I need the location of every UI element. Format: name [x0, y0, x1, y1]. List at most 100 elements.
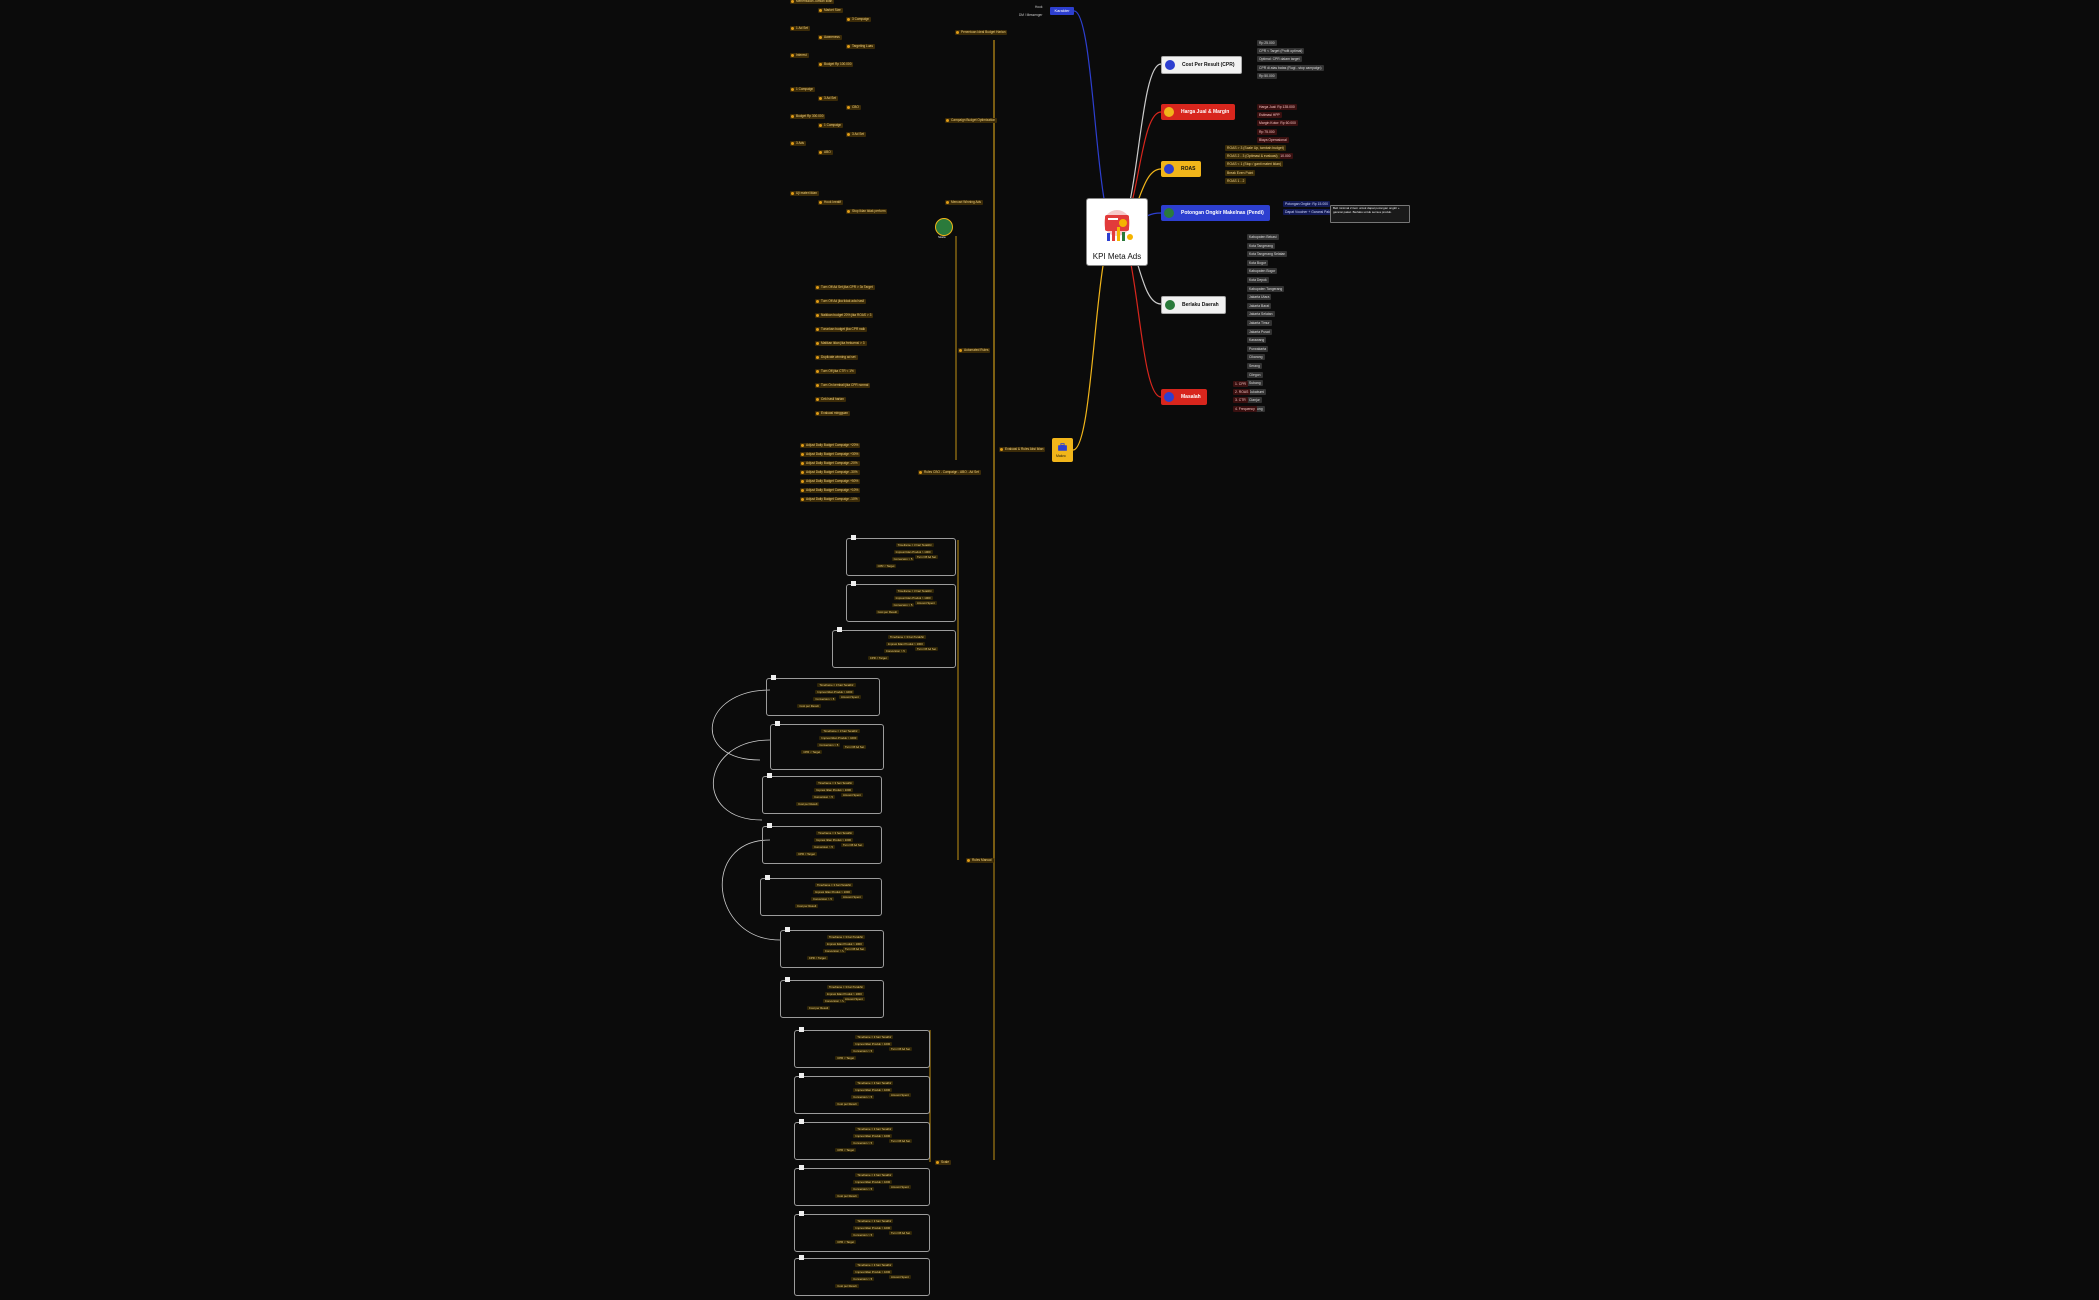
strategy-section[interactable]: Mencari Winning Ads	[945, 200, 983, 205]
strategy-item[interactable]: Awareness	[818, 34, 842, 40]
strategy-item[interactable]: 3 Ad Set	[818, 95, 839, 101]
branch-berlaku-item[interactable]: Kota Tangerang Selatan	[1247, 251, 1288, 258]
branch-berlaku-item[interactable]: Jakarta Barat	[1247, 302, 1272, 309]
branch-berlaku-item[interactable]: Purwakarta	[1247, 345, 1269, 352]
strategy-section[interactable]: Automated Rules	[958, 348, 991, 353]
strategy-item[interactable]: Turn Off Ad jika tidak ada hasil	[815, 299, 867, 304]
strategy-item[interactable]: 3 Campaign	[846, 16, 872, 22]
branch-berlaku[interactable]: Berlaku Daerah	[1161, 296, 1226, 314]
evaluasi-main-node[interactable]: Evaluasi & Rules Aksi Iklan	[999, 447, 1046, 452]
branch-berlaku-item[interactable]: Jakarta Pusat	[1247, 328, 1272, 335]
strategy-section[interactable]: Scale	[935, 1160, 951, 1165]
strategy-item[interactable]: ABO	[818, 149, 833, 155]
branch-roas-item[interactable]: ROAS < 1 (Stop / ganti materi iklan)	[1225, 161, 1283, 168]
strategy-item[interactable]: Budget Rp 100.000	[818, 61, 854, 67]
strategy-item[interactable]: 3 Ads	[790, 140, 806, 146]
branch-berlaku-item[interactable]: Cianjur	[1247, 397, 1262, 404]
branch-masalah-item[interactable]: 1. CPR	[1233, 381, 1248, 387]
strategy-section[interactable]: Rules Manual	[966, 858, 994, 863]
strategy-item[interactable]: Uji materi iklan	[790, 191, 819, 196]
branch-cpr-item[interactable]: Rp 50.000	[1257, 72, 1277, 79]
branch-harga-item[interactable]: Biaya Operasional	[1257, 136, 1289, 143]
branch-masalah-item[interactable]: 3. CTR	[1233, 397, 1248, 404]
strategy-item[interactable]: Duplicate winning ad set	[815, 355, 858, 360]
strategy-item[interactable]: Budget Rp 300.000	[790, 113, 826, 119]
strategy-item[interactable]: Adjust Daily Budget Campaign +30%	[800, 452, 861, 457]
branch-masalah-item[interactable]: 4. Frequency	[1233, 405, 1257, 412]
branch-berlaku-item[interactable]: Cilegon	[1247, 371, 1263, 378]
makro-hub[interactable]: Makro	[1052, 438, 1073, 462]
strategy-item[interactable]: Adjust Daily Budget Campaign -20%	[800, 461, 860, 466]
branch-berlaku-item[interactable]: Kabupaten Bogor	[1247, 268, 1278, 275]
branch-masalah[interactable]: Masalah	[1161, 389, 1207, 405]
branch-harga-item[interactable]: Margin Kotor: Rp 60.000	[1257, 120, 1298, 127]
central-node[interactable]: KPI Meta Ads	[1086, 198, 1148, 266]
strategy-section[interactable]: Campaign Budget Optimization	[945, 118, 998, 123]
branch-berlaku-item[interactable]: Kabupaten Tangerang	[1247, 285, 1285, 292]
branch-harga-item[interactable]: Estimasi HPP	[1257, 112, 1282, 119]
branch-roas-item[interactable]: ROAS 2 - 3 (Optimasi & evaluasi)	[1225, 153, 1280, 160]
strategy-section[interactable]: Penentuan Ideal Budget Harian	[955, 30, 1008, 35]
strategy-item[interactable]: Naikkan budget 20% jika ROAS > 3	[815, 313, 874, 318]
strategy-item[interactable]: Matikan iklan jika frekuensi > 3	[815, 341, 867, 346]
branch-berlaku-item[interactable]: Jakarta Utara	[1247, 294, 1272, 301]
branch-berlaku-item[interactable]: Kota Bogor	[1247, 259, 1268, 266]
branch-berlaku-item[interactable]: Kabupaten Bekasi	[1247, 234, 1279, 240]
branch-roas-item[interactable]: ROAS > 3 (Scale Up, tambah budget)	[1225, 145, 1286, 151]
branch-cpr-item[interactable]: Rp 25.000	[1257, 40, 1277, 46]
strategy-item[interactable]: Menentukan Jumlah Iklan	[790, 0, 835, 4]
strategy-item[interactable]: Turunkan budget jika CPR naik	[815, 327, 867, 332]
strategy-item[interactable]: 1 Campaign	[818, 122, 844, 128]
top-branch-karakter[interactable]: Karakter	[1050, 7, 1074, 15]
branch-harga-item[interactable]: Harga Jual: Rp 135.000	[1257, 104, 1297, 110]
branch-masalah-item[interactable]: 2. ROAS	[1233, 389, 1251, 396]
branch-cpr-item[interactable]: CPR di atas batas (Rugi - stop campaign)	[1257, 64, 1324, 71]
branch-berlaku-item[interactable]: Cikarang	[1247, 354, 1265, 361]
branch-harga[interactable]: Harga Jual & Margin	[1161, 104, 1236, 120]
branch-roas-item[interactable]: ROAS 1 - 2	[1225, 177, 1247, 184]
branch-roas-item[interactable]: Break Even Point	[1225, 169, 1256, 176]
branch-pot-item[interactable]: Potongan Ongkir: Rp 15.000	[1283, 201, 1330, 207]
skala-green-hub[interactable]	[935, 218, 953, 236]
strategy-item[interactable]: Evaluasi mingguan	[815, 411, 850, 416]
strategy-item[interactable]: Adjust Daily Budget Campaign +10%	[800, 488, 861, 493]
strategy-item[interactable]: 3 Ad Set	[846, 131, 867, 137]
strategy-item[interactable]: Adjust Daily Budget Campaign +50%	[800, 479, 861, 484]
strategy-item[interactable]: Market Size	[818, 7, 843, 13]
strategy-item[interactable]: Interest	[790, 52, 809, 58]
branch-berlaku-item[interactable]: Karawang	[1247, 337, 1267, 344]
strategy-item[interactable]: 1 Campaign	[790, 86, 816, 92]
branch-pot-item[interactable]: Dapat Voucher + Garansi Paket	[1283, 209, 1335, 216]
branch-berlaku-item[interactable]: Sukabumi	[1247, 388, 1267, 395]
strategy-item[interactable]: CBO	[846, 104, 861, 110]
strategy-item[interactable]: Adjust Daily Budget Campaign -10%	[800, 497, 860, 502]
strategy-section[interactable]: Rules CBO - Campaign - ABO - Ad Set	[918, 470, 981, 475]
strategy-item[interactable]: Turn On kembali jika CPR normal	[815, 383, 871, 388]
branch-berlaku-item[interactable]: Subang	[1247, 380, 1263, 387]
branch-pot[interactable]: Potongan Ongkir Makelnas (Pendi)	[1161, 205, 1270, 221]
branch-cpr-item[interactable]: Optimal: CPR dalam target	[1257, 56, 1302, 63]
branch-berlaku-item[interactable]: Jakarta Selatan	[1247, 311, 1275, 318]
strategy-item[interactable]: 1 Ad Set	[790, 25, 811, 31]
strategy-item[interactable]: Adjust Daily Budget Campaign -30%	[800, 470, 860, 475]
branch-berlaku-item[interactable]: Kota Tangerang	[1247, 242, 1275, 249]
branch-harga-item[interactable]: Rp 75.000	[1257, 128, 1277, 135]
strategy-item[interactable]: Targeting Luas	[846, 43, 875, 49]
branch-cpr[interactable]: Cost Per Result (CPR)	[1161, 56, 1242, 74]
branch-roas[interactable]: ROAS	[1161, 161, 1202, 177]
branch-berlaku-item[interactable]: Kota Depok	[1247, 277, 1269, 283]
